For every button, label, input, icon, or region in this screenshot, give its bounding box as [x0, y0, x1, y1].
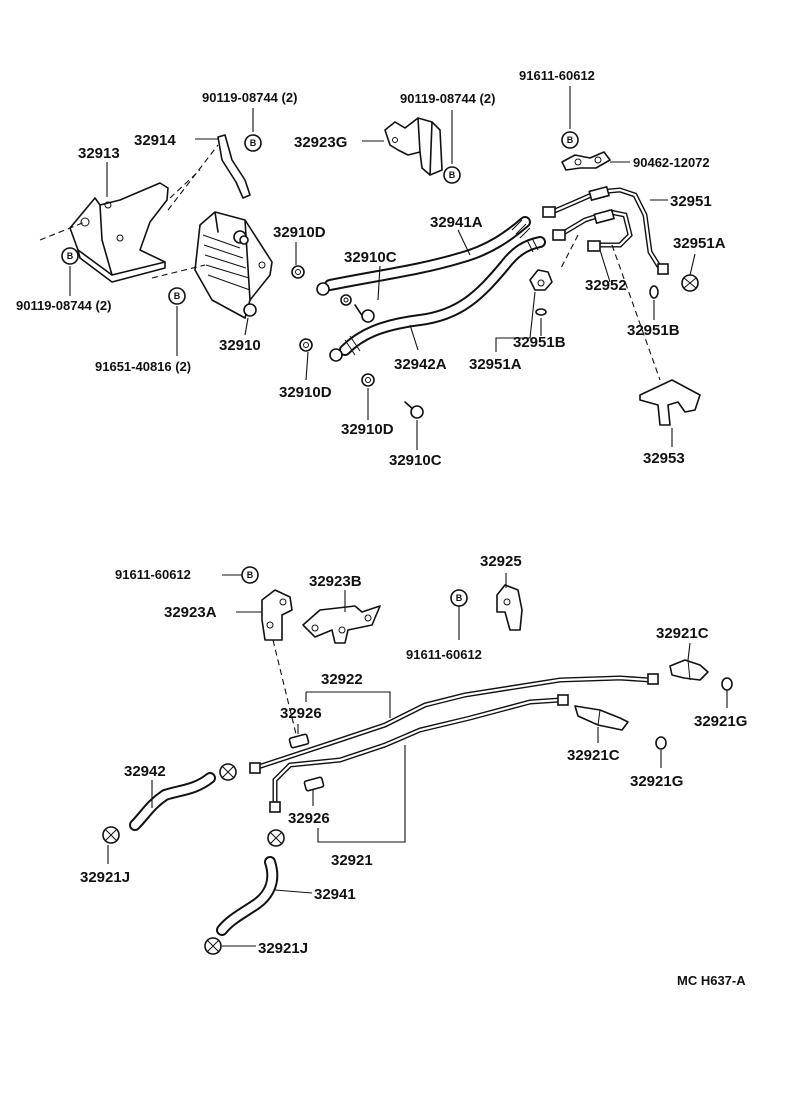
svg-text:B: B [449, 170, 456, 180]
label-32951A-mid: 32951A [469, 356, 522, 373]
nut-32910D-a [291, 265, 305, 279]
label-32910C-b: 32910C [389, 452, 442, 469]
bracket-32923G [384, 117, 443, 176]
bolt-mark-icon: B [443, 166, 461, 184]
oil-cooler-32910 [194, 211, 273, 319]
label-32923A: 32923A [164, 604, 217, 621]
bolt-32910C-b [404, 401, 424, 419]
union-32951A [529, 269, 553, 291]
label-32953: 32953 [643, 450, 685, 467]
svg-text:B: B [67, 251, 74, 261]
svg-text:B: B [567, 135, 574, 145]
clamp-32925 [496, 584, 523, 631]
label-91611-60612-left: 91611-60612 [115, 567, 191, 582]
label-32910D-a: 32910D [273, 224, 326, 241]
bolt-mark-icon: B [244, 134, 262, 152]
clip-32921J-b [204, 937, 222, 955]
sleeve-32926-b [303, 776, 325, 792]
svg-text:B: B [174, 291, 181, 301]
gasket-32921G-a [721, 677, 733, 691]
svg-text:B: B [247, 570, 254, 580]
label-32914: 32914 [134, 132, 176, 149]
gasket-32951B-right [649, 285, 659, 299]
label-32921J-b: 32921J [258, 940, 308, 957]
label-32951B-right: 32951B [627, 322, 680, 339]
clamp-90462-12072 [561, 151, 611, 171]
bracket-32914 [217, 134, 251, 199]
label-91611-60612-top: 91611-60612 [519, 68, 595, 83]
label-32923G: 32923G [294, 134, 347, 151]
label-32921C-a: 32921C [656, 625, 709, 642]
label-90462-12072: 90462-12072 [633, 155, 710, 170]
label-32922: 32922 [321, 671, 363, 688]
label-32921G-b: 32921G [630, 773, 683, 790]
label-32921: 32921 [331, 852, 373, 869]
bolt-mark-icon: B [241, 566, 259, 584]
label-90119-08744-b: 90119-08744 (2) [400, 91, 495, 106]
label-32910D-b: 32910D [279, 384, 332, 401]
nut-32910D-d [340, 294, 352, 306]
hose-32942 [129, 772, 216, 831]
label-32910C-a: 32910C [344, 249, 397, 266]
bracket-32923A [261, 589, 293, 641]
gasket-32951B-mid [535, 308, 547, 316]
label-32910: 32910 [219, 337, 261, 354]
union-32921C-a [669, 659, 709, 681]
clip-icon [267, 829, 285, 847]
label-32942A: 32942A [394, 356, 447, 373]
bracket-32923B [302, 605, 381, 644]
union-32921C-b [574, 705, 629, 731]
gasket-32921G-b [655, 736, 667, 750]
bracket-32913 [69, 182, 169, 283]
hose-32941 [216, 856, 279, 936]
bolt-mark-icon: B [168, 287, 186, 305]
label-32951: 32951 [670, 193, 712, 210]
label-32942: 32942 [124, 763, 166, 780]
pipe-32951 [542, 185, 669, 275]
hose-32941A [316, 216, 531, 296]
label-91651-40816: 91651-40816 (2) [95, 359, 191, 374]
sleeve-32926-a [288, 733, 310, 749]
bolt-32910C-a [354, 304, 375, 323]
label-32913: 32913 [78, 145, 120, 162]
nut-32910D-b [299, 338, 313, 352]
label-32926-a: 32926 [280, 705, 322, 722]
label-32921G-a: 32921G [694, 713, 747, 730]
clip-icon [219, 763, 237, 781]
label-90119-08744-c: 90119-08744 (2) [16, 298, 111, 313]
label-32951A-right: 32951A [673, 235, 726, 252]
hose-32942A [329, 236, 546, 362]
pipe-32922 [249, 673, 659, 774]
diagram-code: MC H637-A [677, 973, 746, 988]
label-32910D-c: 32910D [341, 421, 394, 438]
label-32925: 32925 [480, 553, 522, 570]
bracket-32953 [639, 379, 701, 426]
label-91611-60612-mid: 91611-60612 [406, 647, 482, 662]
bolt-mark-icon: B [61, 247, 79, 265]
nut-32910D-c [361, 373, 375, 387]
svg-text:B: B [250, 138, 257, 148]
clip-32921J-a [102, 826, 120, 844]
label-32921J-a: 32921J [80, 869, 130, 886]
bolt-mark-icon: B [450, 589, 468, 607]
pipe-32921 [269, 694, 569, 813]
label-32951B-mid: 32951B [513, 334, 566, 351]
svg-text:B: B [456, 593, 463, 603]
label-32923B: 32923B [309, 573, 362, 590]
label-32921C-b: 32921C [567, 747, 620, 764]
label-32926-b: 32926 [288, 810, 330, 827]
union-32951A-right [681, 274, 699, 292]
label-90119-08744-a: 90119-08744 (2) [202, 90, 297, 105]
bolt-mark-icon: B [561, 131, 579, 149]
label-32941A: 32941A [430, 214, 483, 231]
label-32941: 32941 [314, 886, 356, 903]
label-32952: 32952 [585, 277, 627, 294]
